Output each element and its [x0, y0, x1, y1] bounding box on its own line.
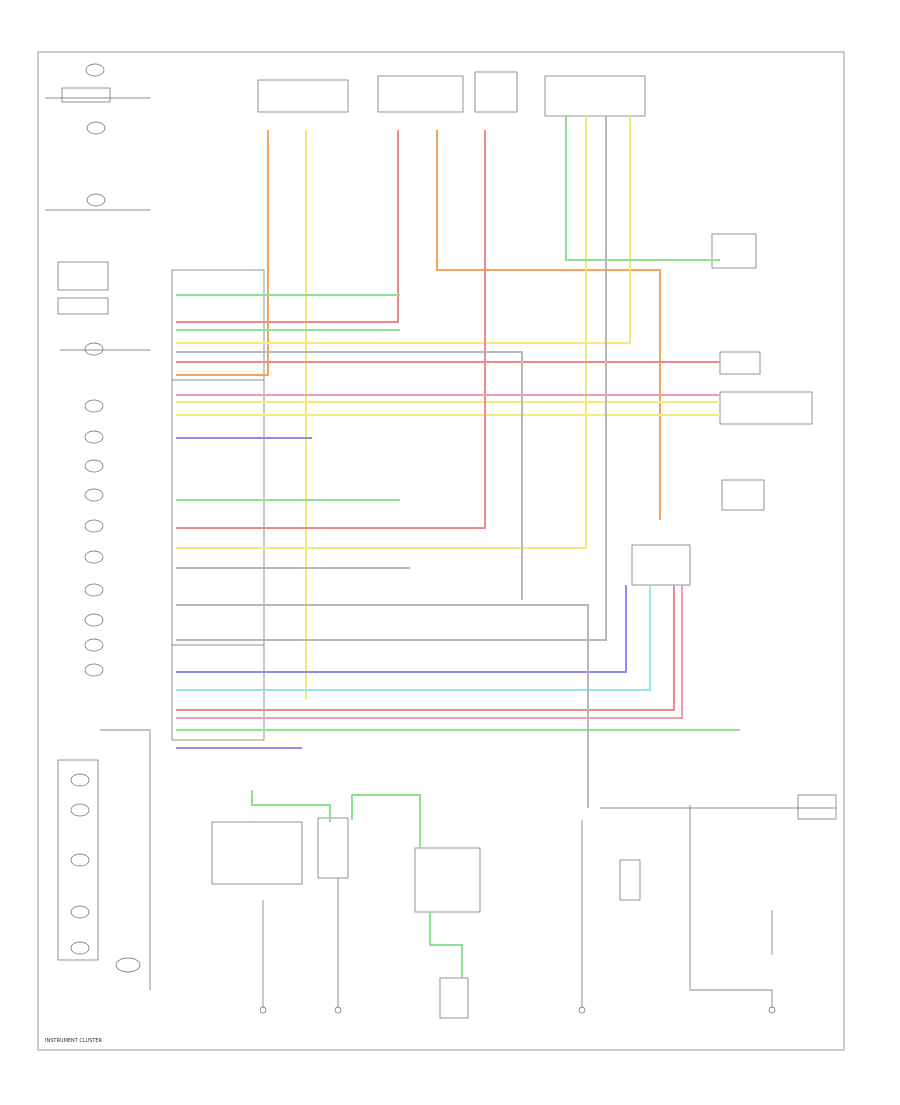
lamp-symbol-15 — [70, 773, 90, 787]
fuse-box-left — [257, 79, 349, 113]
cluster-lead-3 — [100, 729, 151, 990]
lamp-symbol-8 — [84, 488, 104, 502]
lamp-symbol-20 — [115, 957, 141, 973]
lamp-symbol-19 — [70, 941, 90, 955]
lamp-symbol-11 — [84, 583, 104, 597]
diagram-frame — [37, 51, 845, 1051]
module-box-bottom-right — [797, 794, 837, 820]
fuse-box-right — [474, 71, 518, 113]
fuse-box-center — [377, 75, 464, 113]
instrument-cluster-column — [45, 63, 151, 990]
wire-pink-13 — [176, 585, 683, 719]
wire-gray-27 — [176, 604, 589, 808]
bottom-components — [211, 794, 837, 1019]
wire-yellow-4 — [176, 116, 587, 549]
wire-red-9 — [176, 130, 486, 529]
lamp-symbol-13 — [84, 638, 104, 652]
lamp-symbol-4 — [84, 342, 104, 356]
fuse-panel — [257, 71, 813, 586]
wire-green-19 — [351, 794, 421, 848]
transmission-range-box — [631, 544, 691, 586]
resistor-box — [619, 859, 641, 901]
warning-lamp-box — [57, 759, 99, 961]
lamp-symbol-3 — [86, 193, 106, 207]
module-box-right-lower — [719, 391, 813, 425]
lamp-symbol-17 — [70, 853, 90, 867]
control-module-box — [414, 847, 481, 913]
wire-blue-24 — [176, 585, 627, 673]
footer-label: INSTRUMENT CLUSTER — [45, 1038, 103, 1044]
lamp-symbol-2 — [86, 121, 106, 135]
wire-red-8 — [176, 130, 399, 323]
ground-1 — [259, 1006, 267, 1014]
tachometer-box — [61, 87, 111, 103]
main-connector — [171, 269, 265, 741]
colored-wires — [176, 116, 740, 978]
wire-red-11 — [176, 585, 675, 711]
connector-outline — [171, 269, 265, 741]
wire-gray-26 — [176, 351, 523, 600]
wire-orange-2 — [436, 130, 661, 520]
ground-4 — [768, 1006, 776, 1014]
lamp-symbol-12 — [84, 613, 104, 627]
lamp-symbol-9 — [84, 519, 104, 533]
ground-3 — [578, 1006, 586, 1014]
wire-green-18 — [251, 790, 331, 822]
lamp-symbol-1 — [85, 63, 105, 77]
lamp-symbol-16 — [70, 803, 90, 817]
wire-cyan-25 — [176, 585, 651, 691]
junction-connector-top — [544, 75, 646, 117]
wire-green-21 — [565, 116, 720, 261]
sensor-box-mid-right — [719, 351, 761, 375]
speedometer-box — [57, 261, 109, 291]
lamp-symbol-14 — [84, 663, 104, 677]
wire-green-20 — [429, 912, 463, 978]
fuel-gauge-box — [57, 297, 109, 315]
lamp-symbol-18 — [70, 905, 90, 919]
wire-gray-29 — [176, 116, 607, 641]
lamp-symbol-6 — [84, 430, 104, 444]
sensor-box-right — [721, 479, 765, 511]
relay-box-upper-right — [711, 233, 757, 269]
brake-switch-box — [439, 977, 469, 1019]
wire-orange-1 — [176, 130, 269, 376]
wire-yellow-7 — [176, 116, 631, 344]
lamp-symbol-10 — [84, 550, 104, 564]
ground-2 — [334, 1006, 342, 1014]
switch-box-left — [211, 821, 303, 885]
lead-bottom-4 — [689, 805, 773, 1007]
lamp-symbol-7 — [84, 459, 104, 473]
relay-box-center — [317, 817, 349, 879]
lamp-symbol-5 — [84, 399, 104, 413]
